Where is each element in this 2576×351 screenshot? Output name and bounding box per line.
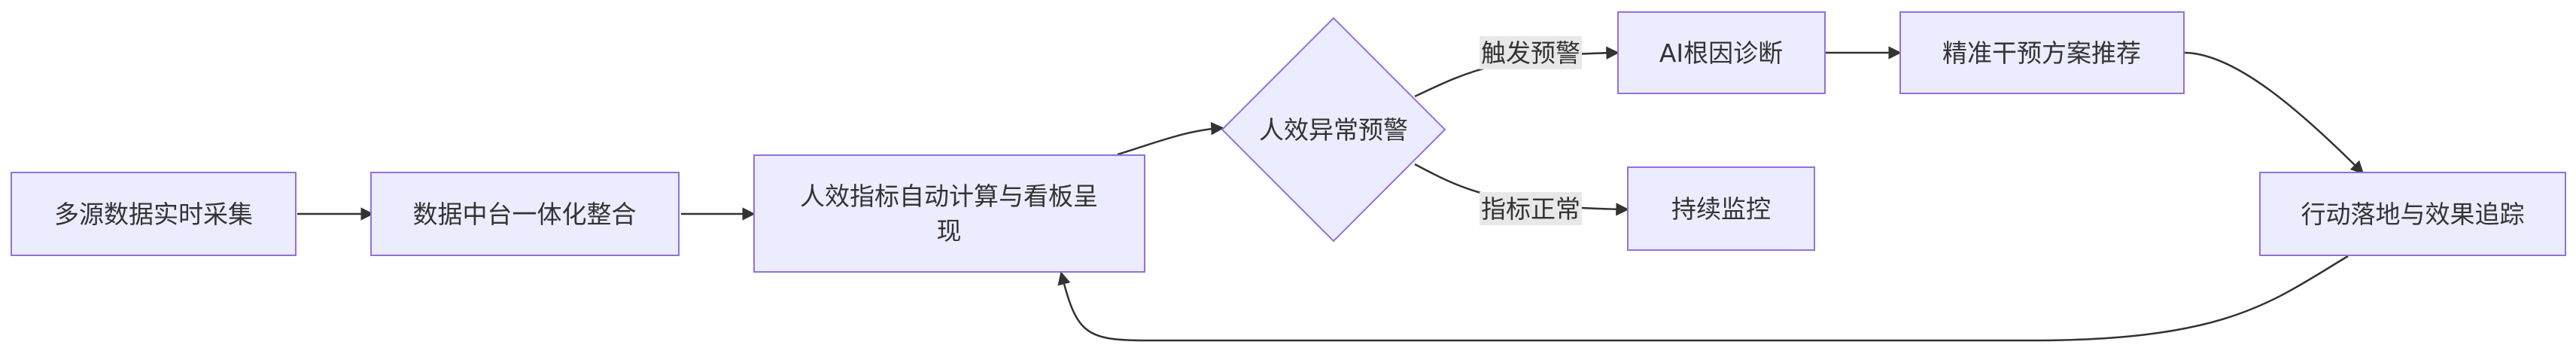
node-monitor-label: 持续监控: [1671, 194, 1771, 224]
edge-recommend-to-action: [2183, 51, 2365, 175]
node-integrate-label: 数据中台一体化整合: [413, 200, 637, 229]
node-calc-label-line1: 人效指标自动计算与看板呈: [800, 182, 1098, 211]
node-action[interactable]: 行动落地与效果追踪: [2259, 172, 2566, 256]
node-decision-label: 人效异常预警: [1259, 115, 1408, 145]
node-ai-diag[interactable]: AI根因诊断: [1617, 11, 1826, 94]
node-collect-label: 多源数据实时采集: [54, 200, 253, 229]
node-calc[interactable]: 人效指标自动计算与看板呈 现: [753, 154, 1145, 273]
node-calc-label-line2: 现: [937, 216, 962, 246]
edge-label-normal: 指标正常: [1480, 192, 1582, 225]
node-collect[interactable]: 多源数据实时采集: [11, 172, 297, 256]
node-monitor[interactable]: 持续监控: [1627, 166, 1815, 251]
node-action-label: 行动落地与效果追踪: [2301, 200, 2525, 229]
node-decision[interactable]: 人效异常预警: [1221, 17, 1446, 243]
node-recommend[interactable]: 精准干预方案推荐: [1899, 11, 2185, 94]
edge-label-trigger-alert: 触发预警: [1480, 36, 1582, 69]
edge-label-trigger-alert-text: 触发预警: [1481, 38, 1580, 68]
edge-action-to-calc: [1057, 255, 2349, 342]
edge-calc-to-decision: [1117, 121, 1224, 156]
node-recommend-label: 精准干预方案推荐: [1942, 38, 2141, 68]
node-integrate[interactable]: 数据中台一体化整合: [370, 172, 680, 256]
node-ai-diag-label: AI根因诊断: [1659, 38, 1783, 68]
edge-label-normal-text: 指标正常: [1481, 194, 1580, 224]
